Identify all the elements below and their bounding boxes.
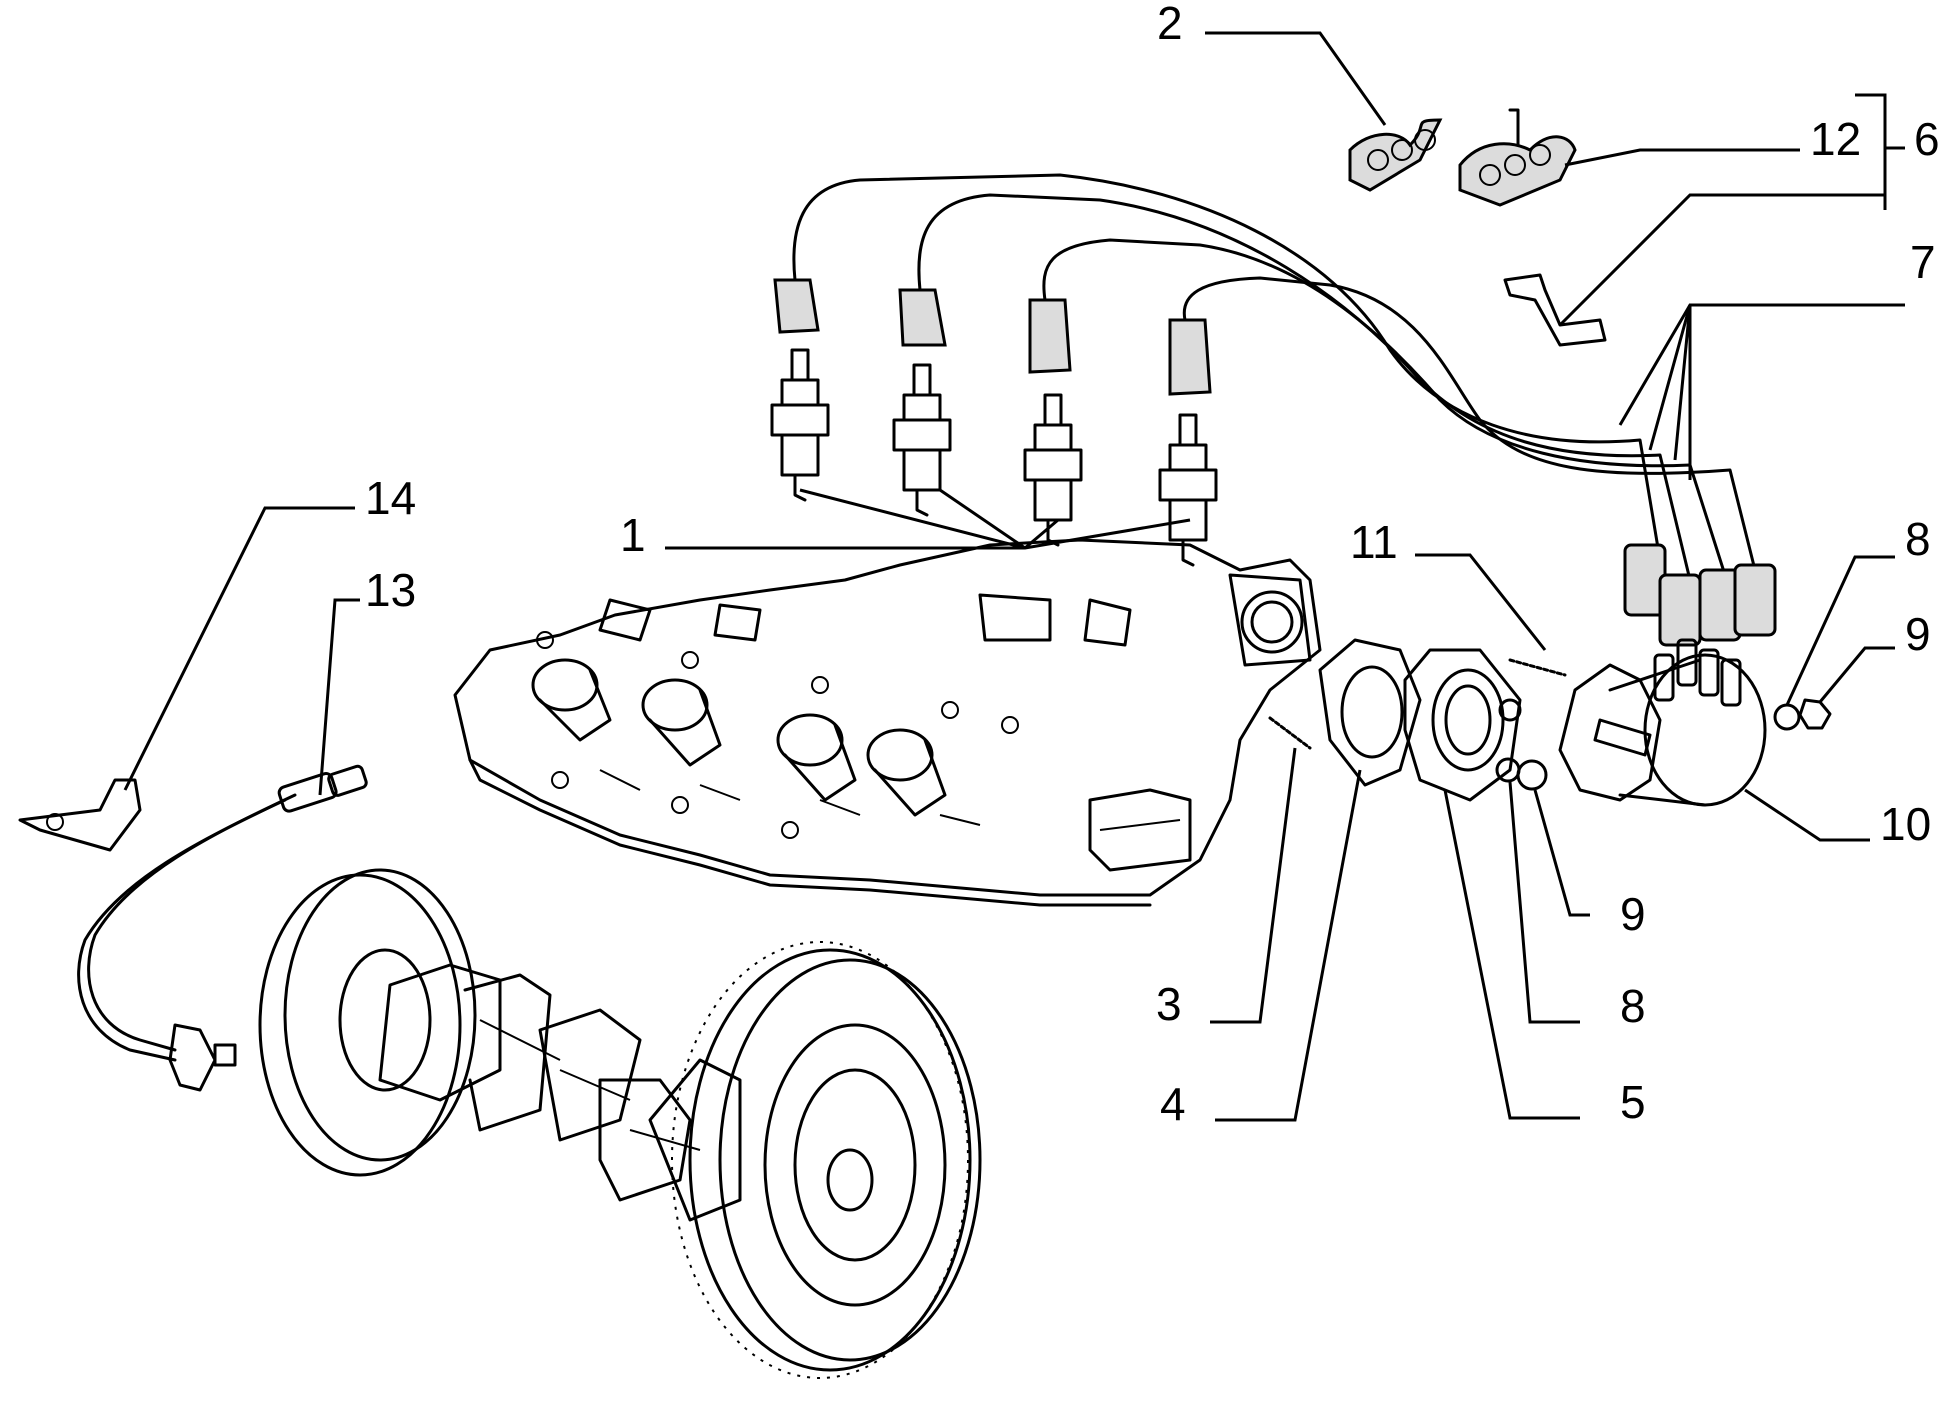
callout-13: 13 (365, 564, 416, 616)
distributor-assembly (1268, 638, 1832, 807)
spark-plugs (770, 348, 1218, 567)
lead-holder-assembly (1458, 108, 1607, 347)
callout-14: 14 (365, 472, 416, 524)
lead-holder (1348, 118, 1443, 192)
callout-8-upper: 8 (1905, 513, 1931, 565)
callout-9-upper: 9 (1905, 608, 1931, 660)
cylinder-head (453, 538, 1322, 907)
callout-1: 1 (620, 509, 646, 561)
callout-11: 11 (1350, 516, 1398, 568)
callout-5: 5 (1620, 1076, 1646, 1128)
ignition-leads (773, 173, 1777, 647)
callout-labels: 1 2 3 4 5 6 7 8 8 9 9 10 11 12 13 14 (365, 0, 1940, 1130)
callout-4: 4 (1160, 1078, 1186, 1130)
callout-3: 3 (1156, 978, 1182, 1030)
callout-8-lower: 8 (1620, 980, 1646, 1032)
callout-12: 12 (1810, 113, 1861, 165)
callout-7: 7 (1910, 236, 1936, 288)
rpm-sensor (18, 764, 368, 1092)
callout-9-lower: 9 (1620, 888, 1646, 940)
callout-2: 2 (1157, 0, 1183, 49)
crankshaft (258, 868, 982, 1379)
callout-10: 10 (1880, 798, 1931, 850)
callout-6: 6 (1914, 113, 1940, 165)
leader-lines (123, 31, 1905, 1122)
